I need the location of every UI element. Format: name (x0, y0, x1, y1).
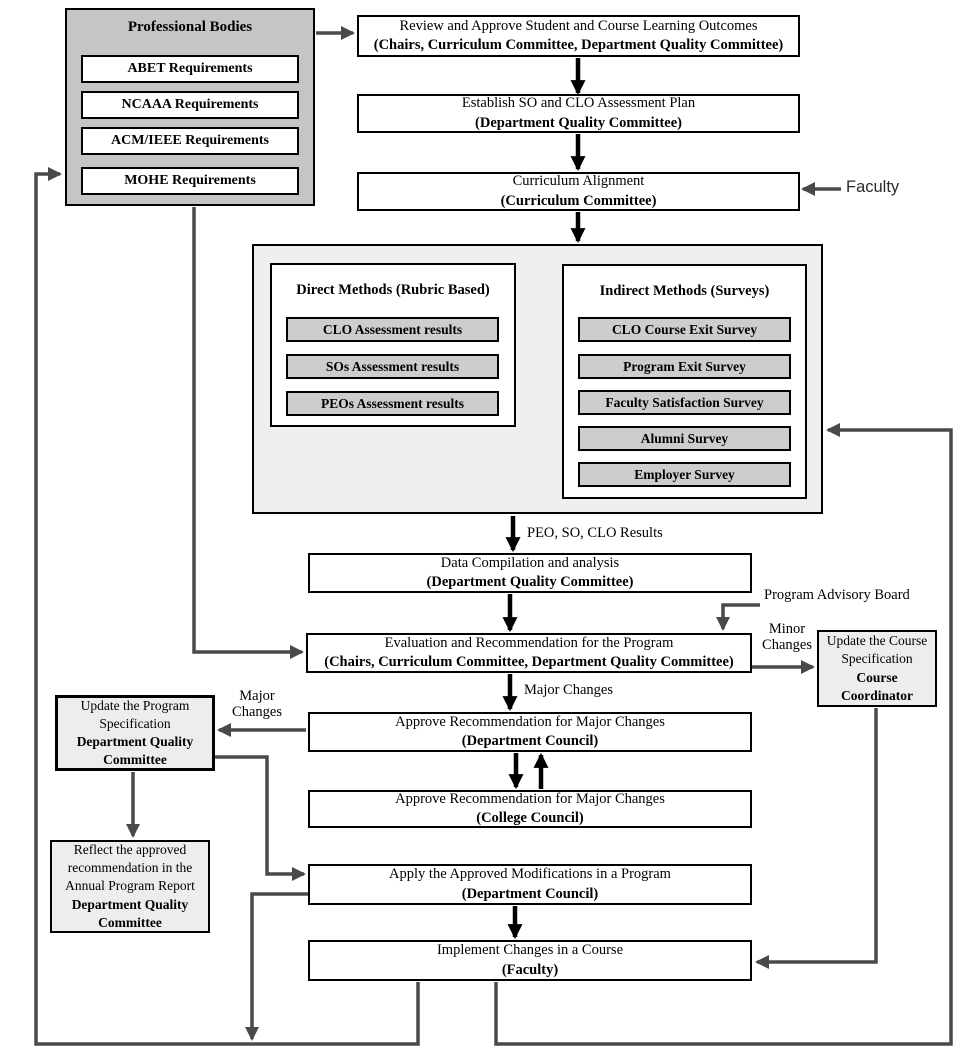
clo-assessment-results-item: CLO Assessment results (286, 317, 499, 342)
approve-cc-line1: Approve Recommendation for Major Changes (395, 790, 665, 807)
arrow-update-program-to-apply (215, 755, 306, 881)
approve-major-changes-college-box: Approve Recommendation for Major Changes… (308, 790, 752, 828)
reflect-line2: Department Quality Committee (71, 896, 189, 930)
peos-assessment-results-item: PEOs Assessment results (286, 391, 499, 416)
direct-methods-box: Direct Methods (Rubric Based) CLO Assess… (270, 263, 516, 427)
evaluation-recommendation-box: Evaluation and Recommendation for the Pr… (306, 633, 752, 673)
major-changes-left-label: Major Changes (232, 688, 282, 720)
indirect-methods-box: Indirect Methods (Surveys) CLO Course Ex… (562, 264, 807, 499)
feedback-bus-implement-to-surveys (494, 423, 953, 1046)
update-course-spec-box: Update the Course Specification Course C… (817, 630, 937, 707)
sos-assessment-results-item: SOs Assessment results (286, 354, 499, 379)
establish-assessment-plan-box: Establish SO and CLO Assessment Plan (De… (357, 94, 800, 133)
apply-line1: Apply the Approved Modifications in a Pr… (389, 866, 671, 883)
update-program-spec-box: Update the Program Specification Departm… (55, 695, 215, 771)
acm-ieee-requirements-item: ACM/IEEE Requirements (81, 127, 299, 155)
mohe-requirements-item: MOHE Requirements (81, 167, 299, 195)
professional-bodies-box: Professional Bodies ABET Requirements NC… (65, 8, 315, 206)
evaluation-line1: Evaluation and Recommendation for the Pr… (384, 634, 674, 651)
alumni-survey-item: Alumni Survey (578, 426, 791, 451)
approve-major-changes-department-box: Approve Recommendation for Major Changes… (308, 712, 752, 752)
approve-dc-line1: Approve Recommendation for Major Changes (395, 713, 665, 730)
review-line1: Review and Approve Student and Course Le… (399, 17, 758, 34)
arrow-update-course-to-implement (755, 708, 878, 969)
data-compilation-box: Data Compilation and analysis (Departmen… (308, 553, 752, 593)
approve-cc-line2: (College Council) (476, 810, 584, 826)
update-course-spec-line2: Course Coordinator (841, 669, 913, 703)
implement-line1: Implement Changes in a Course (436, 942, 624, 959)
implement-changes-box: Implement Changes in a Course (Faculty) (308, 940, 752, 981)
minor-changes-label: Minor Changes (762, 621, 812, 653)
apply-modifications-box: Apply the Approved Modifications in a Pr… (308, 864, 752, 905)
reflect-line1: Reflect the approved recommendation in t… (65, 842, 195, 894)
data-compilation-line1: Data Compilation and analysis (440, 554, 620, 571)
update-program-spec-line2: Department Quality Committee (76, 734, 194, 768)
arrow-apply-to-bottom-bus (245, 892, 308, 1041)
review-line2: (Chairs, Curriculum Committee, Departmen… (373, 37, 784, 53)
feedback-bus-implement-to-professional-bodies (34, 167, 420, 1046)
update-program-spec-line1: Update the Program Specification (80, 697, 190, 731)
peo-so-clo-results-label: PEO, SO, CLO Results (527, 525, 663, 541)
evaluation-line2: (Chairs, Curriculum Committee, Departmen… (324, 654, 734, 670)
faculty-label: Faculty (846, 178, 900, 196)
update-course-spec-line1: Update the Course Specification (826, 633, 928, 667)
approve-dc-line2: (Department Council) (461, 733, 599, 749)
curriculum-line2: (Curriculum Committee) (500, 192, 657, 209)
abet-requirements-item: ABET Requirements (81, 55, 299, 83)
clo-course-exit-survey-item: CLO Course Exit Survey (578, 317, 791, 342)
implement-line2: (Faculty) (501, 961, 559, 978)
major-changes-down-label: Major Changes (524, 682, 613, 698)
program-exit-survey-item: Program Exit Survey (578, 354, 791, 379)
indirect-methods-title: Indirect Methods (Surveys) (599, 283, 770, 299)
faculty-satisfaction-survey-item: Faculty Satisfaction Survey (578, 390, 791, 415)
curriculum-line1: Curriculum Alignment (512, 173, 645, 190)
data-compilation-line2: (Department Quality Committee) (426, 574, 634, 590)
arrow-advisory-board-to-evaluation (716, 603, 760, 631)
professional-bodies-title: Professional Bodies (127, 19, 253, 35)
establish-line1: Establish SO and CLO Assessment Plan (461, 95, 696, 112)
direct-methods-title: Direct Methods (Rubric Based) (296, 282, 490, 298)
review-approve-outcomes-box: Review and Approve Student and Course Le… (357, 15, 800, 57)
establish-line2: (Department Quality Committee) (475, 114, 682, 131)
arrow-pb-bottom-to-evaluation (192, 207, 304, 659)
reflect-annual-report-box: Reflect the approved recommendation in t… (50, 840, 210, 933)
apply-line2: (Department Council) (461, 885, 599, 902)
program-advisory-board-label: Program Advisory Board (764, 587, 910, 603)
curriculum-alignment-box: Curriculum Alignment (Curriculum Committ… (357, 172, 800, 211)
employer-survey-item: Employer Survey (578, 462, 791, 487)
ncaaa-requirements-item: NCAAA Requirements (81, 91, 299, 119)
